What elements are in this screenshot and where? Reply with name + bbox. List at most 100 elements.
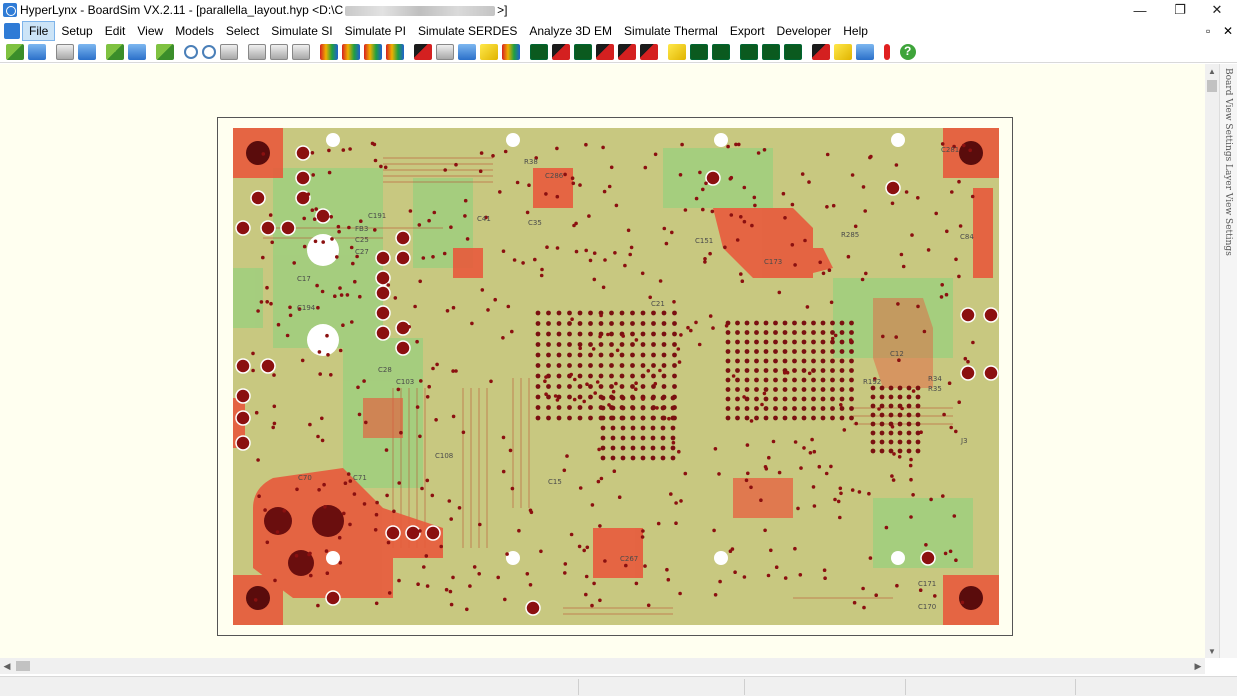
multi-chart-icon[interactable] xyxy=(762,43,780,60)
menu-export[interactable]: Export xyxy=(729,23,765,38)
route-icon[interactable] xyxy=(856,43,874,60)
menu-simulate-thermal[interactable]: Simulate Thermal xyxy=(624,23,718,38)
scroll-left-button[interactable]: ◀ xyxy=(3,660,11,671)
save-icon[interactable] xyxy=(106,43,124,60)
tab-board-view-settings[interactable]: Board View Settings xyxy=(1223,68,1233,162)
restore-button[interactable]: ❐ xyxy=(1174,2,1186,17)
status-cell-2 xyxy=(744,679,745,695)
menu-simulate-serdes[interactable]: Simulate SERDES xyxy=(417,23,518,38)
line-chart-icon[interactable] xyxy=(740,43,758,60)
copper-pours xyxy=(233,128,999,625)
open-board-icon[interactable] xyxy=(6,43,24,60)
zoom-out-icon[interactable] xyxy=(202,44,216,59)
menu-developer[interactable]: Developer xyxy=(776,23,832,38)
menu-view[interactable]: View xyxy=(137,23,164,38)
print-icon[interactable] xyxy=(28,43,46,60)
menu-models[interactable]: Models xyxy=(175,23,214,38)
label-r35: R35 xyxy=(928,385,942,393)
crosstalk-icon[interactable] xyxy=(480,43,498,60)
menu-analyze-3d-em[interactable]: Analyze 3D EM xyxy=(529,23,613,38)
thermal-map-icon[interactable] xyxy=(812,43,830,60)
bga-packages xyxy=(535,310,921,461)
board-workspace[interactable]: C191 FB3 C25 C27 C17 C194 C28 C35 C286 R… xyxy=(0,64,1205,658)
scroll-down-button[interactable]: ▼ xyxy=(1208,646,1216,656)
power-icon[interactable] xyxy=(596,43,614,60)
title-bar: HyperLynx - BoardSim VX.2.11 - [parallel… xyxy=(0,0,1237,20)
board-wizard-icon[interactable] xyxy=(458,43,476,60)
board-outline-frame: C191 FB3 C25 C27 C17 C194 C28 C35 C286 R… xyxy=(217,117,1013,636)
label-c191: C191 xyxy=(368,212,386,220)
menu-help[interactable]: Help xyxy=(843,23,868,38)
white-vias xyxy=(326,133,905,565)
main-toolbar xyxy=(0,41,1237,63)
window-title: HyperLynx - BoardSim VX.2.11 - [parallel… xyxy=(20,3,508,17)
label-c173: C173 xyxy=(764,258,782,266)
tab-layer-view-settings[interactable]: Layer View Settings xyxy=(1223,164,1233,256)
stacked-chart-icon[interactable] xyxy=(784,43,802,60)
label-c41: C41 xyxy=(477,215,491,223)
star-icon[interactable] xyxy=(834,43,852,60)
edit-icon[interactable] xyxy=(128,43,146,60)
hyperlynx-app-icon xyxy=(3,3,17,17)
signal-chart-icon[interactable] xyxy=(502,43,520,60)
menu-select[interactable]: Select xyxy=(225,23,260,38)
bar-chart-icon[interactable] xyxy=(668,43,686,60)
terminator-icon[interactable] xyxy=(552,43,570,60)
menu-simulate-pi[interactable]: Simulate PI xyxy=(344,23,406,38)
stackup-icon[interactable] xyxy=(270,43,288,60)
net-list-icon[interactable] xyxy=(156,43,174,60)
mdi-close-button[interactable]: ✕ xyxy=(1223,23,1234,38)
pcb-board-view[interactable]: C191 FB3 C25 C27 C17 C194 C28 C35 C286 R… xyxy=(233,128,999,625)
label-c108: C108 xyxy=(435,452,453,460)
emc-chart-icon[interactable] xyxy=(530,43,548,60)
label-c21: C21 xyxy=(651,300,665,308)
oscilloscope-icon[interactable] xyxy=(386,43,404,60)
vertical-scroll-thumb[interactable] xyxy=(1207,80,1217,92)
menu-setup[interactable]: Setup xyxy=(61,23,93,38)
label-c286: C286 xyxy=(545,172,564,180)
label-c84: C84 xyxy=(960,233,974,241)
doc-icon[interactable] xyxy=(292,43,310,60)
zoom-fit-icon[interactable] xyxy=(220,43,238,60)
document-icon[interactable] xyxy=(4,22,20,39)
probe-icon[interactable] xyxy=(342,43,360,60)
layout-chart-icon[interactable] xyxy=(690,43,708,60)
scroll-up-button[interactable]: ▲ xyxy=(1208,66,1216,76)
component-labels: C191 FB3 C25 C27 C17 C194 C28 C35 C286 R… xyxy=(297,146,974,611)
sim-red-icon-2[interactable] xyxy=(640,43,658,60)
vertical-scrollbar[interactable]: ▲ ▼ xyxy=(1205,64,1219,658)
label-c151: C151 xyxy=(695,237,713,245)
chart-grid-icon[interactable] xyxy=(712,43,730,60)
thermal-icon[interactable] xyxy=(884,43,890,60)
zoom-in-icon[interactable] xyxy=(184,44,198,59)
help-icon[interactable] xyxy=(900,43,916,60)
waveform-icon[interactable] xyxy=(364,43,382,60)
measure-icon[interactable] xyxy=(248,43,266,60)
eye-icon[interactable] xyxy=(436,43,454,60)
label-c27: C27 xyxy=(355,248,369,256)
label-c71: C71 xyxy=(353,474,367,482)
label-c25: C25 xyxy=(355,236,369,244)
label-c281: C281 xyxy=(941,146,959,154)
through-hole-pads xyxy=(235,145,999,616)
sparam-icon[interactable] xyxy=(574,43,592,60)
spectrum-icon[interactable] xyxy=(414,43,432,60)
label-c103: C103 xyxy=(396,378,414,386)
close-button[interactable]: ✕ xyxy=(1211,2,1223,17)
minimize-button[interactable]: — xyxy=(1133,2,1147,18)
menu-edit[interactable]: Edit xyxy=(104,23,126,38)
menu-simulate-si[interactable]: Simulate SI xyxy=(271,23,333,38)
status-cell-1 xyxy=(578,679,579,695)
small-vias xyxy=(251,141,975,612)
scroll-right-button[interactable]: ▶ xyxy=(1194,660,1202,671)
menu-file[interactable]: File xyxy=(22,20,56,41)
print-preview-icon[interactable] xyxy=(78,43,96,60)
label-c15: C15 xyxy=(548,478,562,486)
sim-red-icon-1[interactable] xyxy=(618,43,636,60)
mdi-restore-button[interactable]: ▫ xyxy=(1206,23,1211,38)
label-j3: J3 xyxy=(960,437,968,445)
horizontal-scroll-thumb[interactable] xyxy=(16,661,30,671)
netlist-icon[interactable] xyxy=(320,43,338,60)
horizontal-scrollbar[interactable]: ◀ ▶ xyxy=(0,658,1205,674)
open-file-icon[interactable] xyxy=(56,43,74,60)
